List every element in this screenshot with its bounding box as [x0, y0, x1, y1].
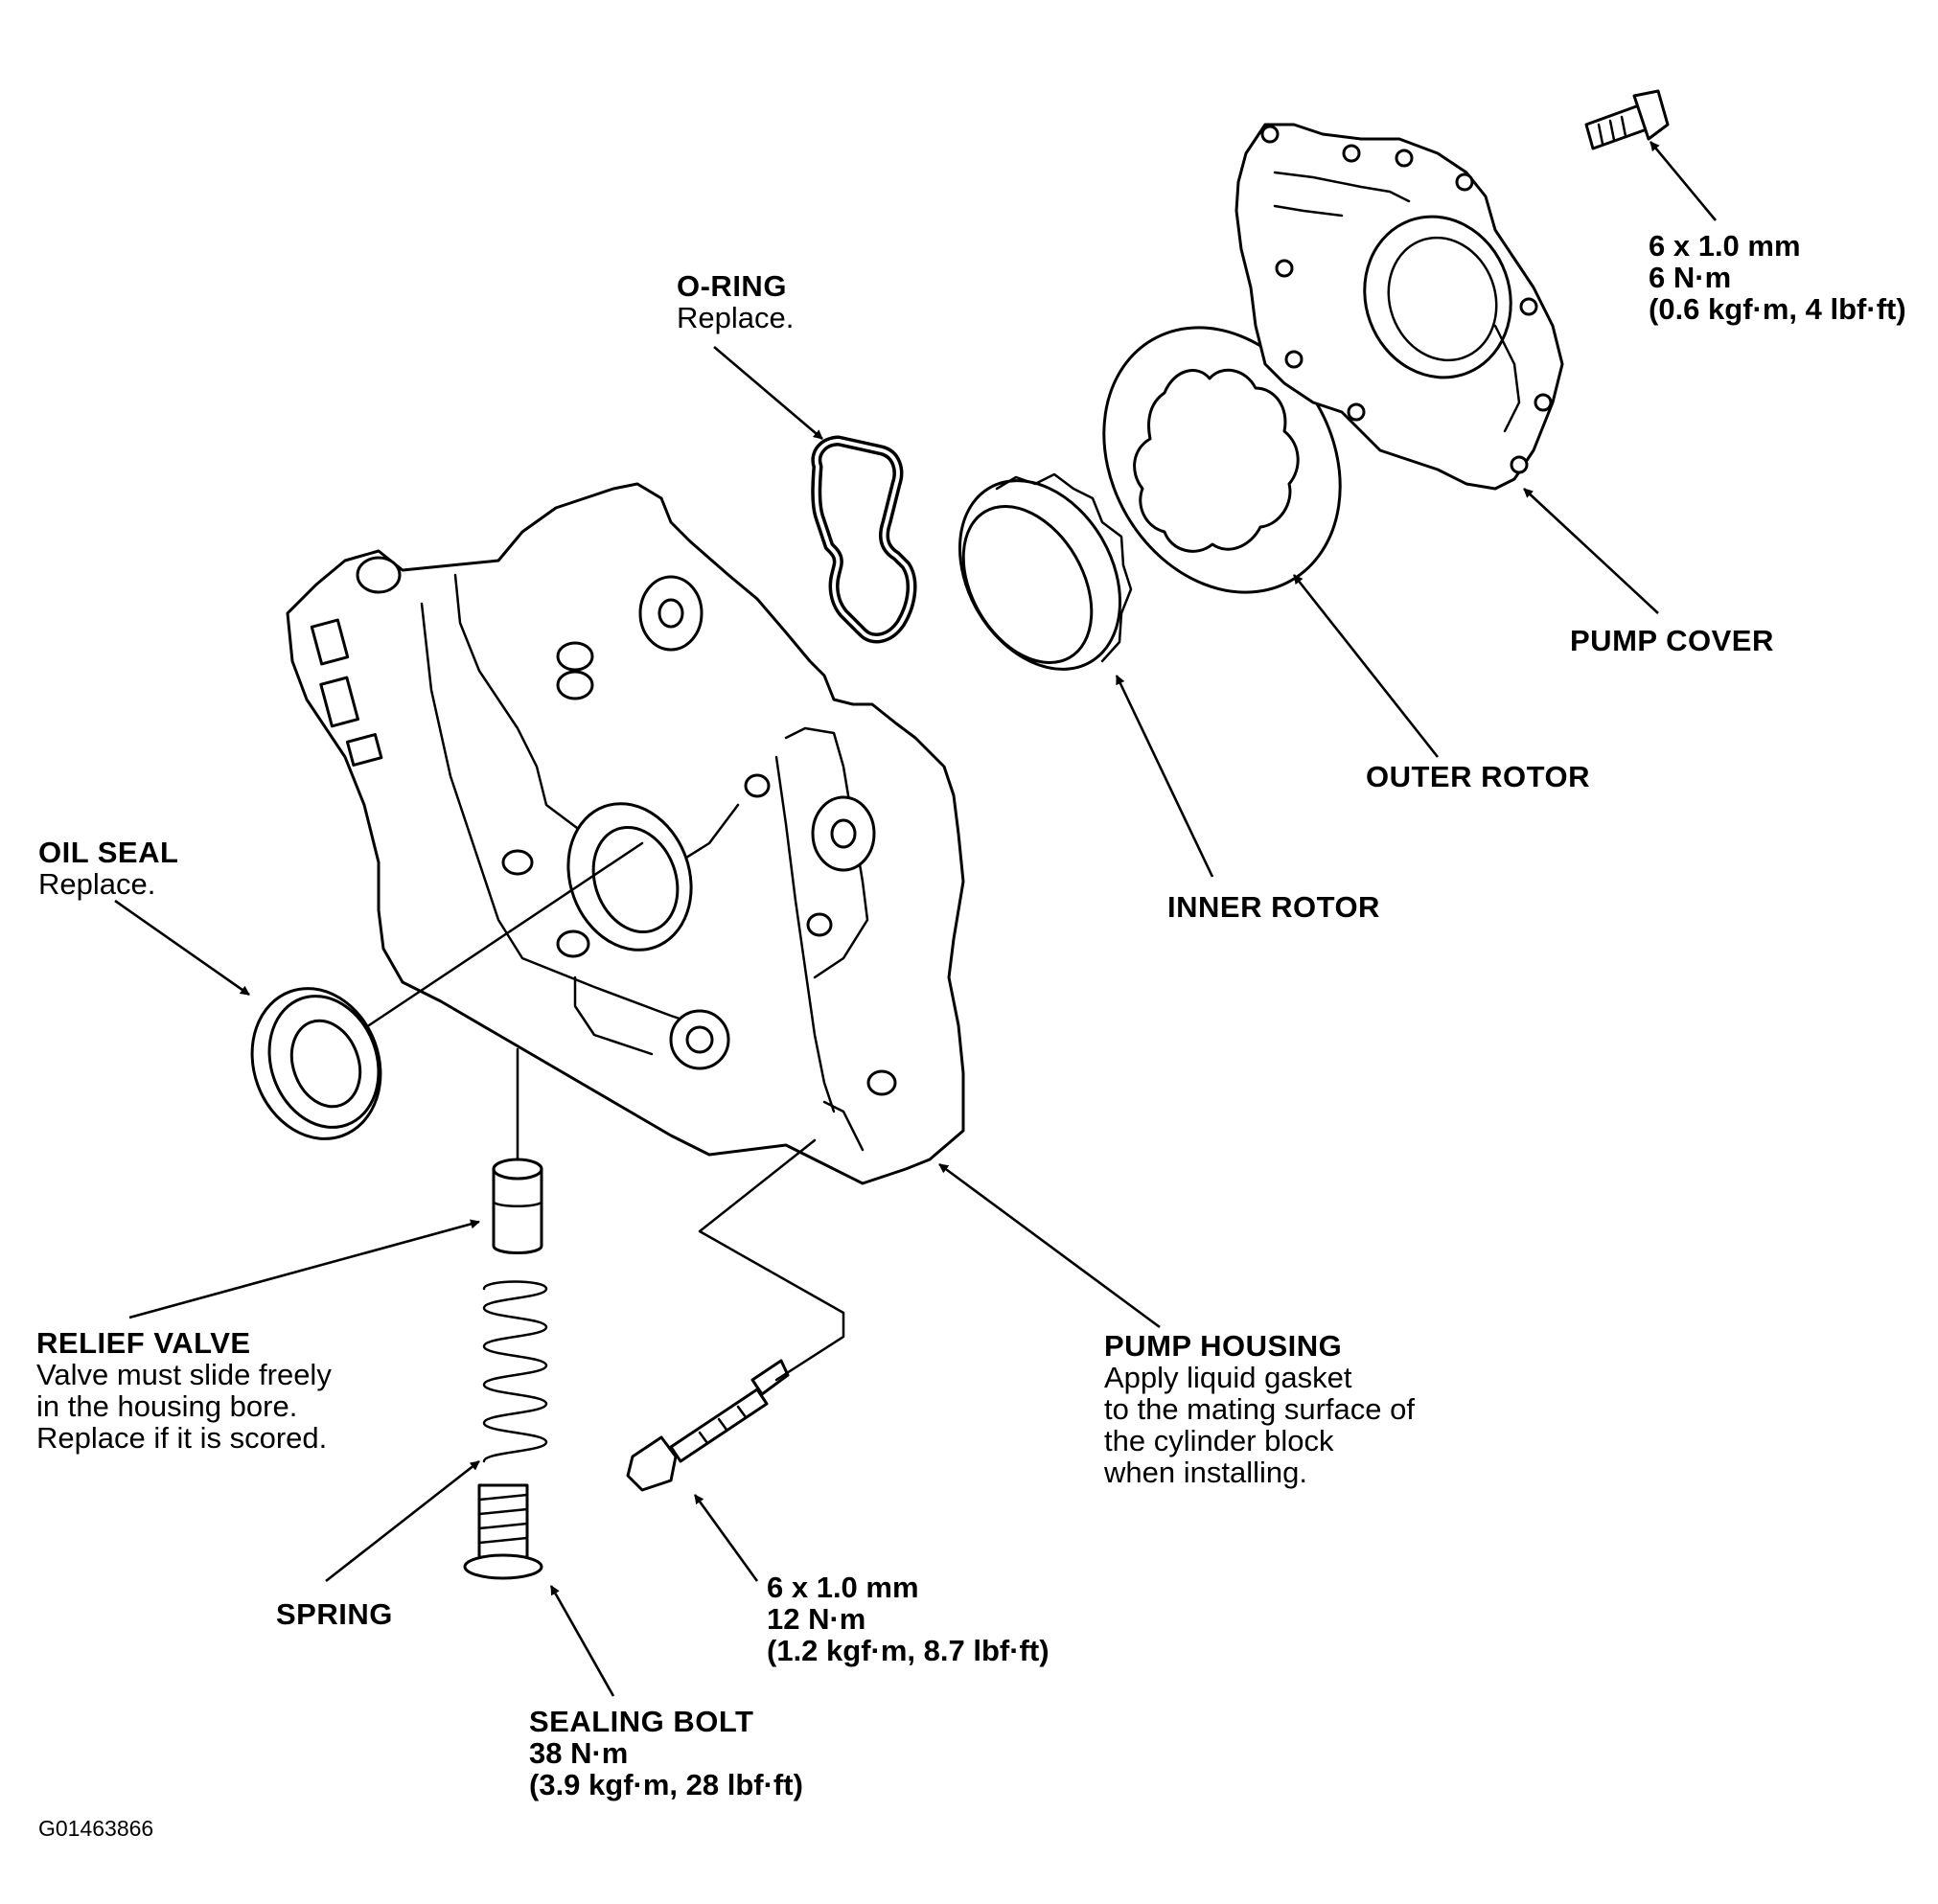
housing-bolt-callout: 6 x 1.0 mm 12 N·m (1.2 kgf·m, 8.7 lbf·ft… — [767, 1571, 1050, 1666]
outer-rotor-title: OUTER ROTOR — [1366, 760, 1590, 793]
inner-rotor-callout: INNER ROTOR — [1167, 891, 1380, 923]
housing-bolt-torque: 12 N·m — [767, 1602, 866, 1636]
pump-cover-illustration — [1234, 123, 1564, 491]
cover-bolt-size: 6 x 1.0 mm — [1649, 229, 1801, 263]
relief-valve-title: RELIEF VALVE — [36, 1326, 251, 1360]
sealing-bolt-torque-alt: (3.9 kgf·m, 28 lbf·ft) — [529, 1768, 803, 1801]
cover-bolt-callout: 6 x 1.0 mm 6 N·m (0.6 kgf·m, 4 lbf·ft) — [1649, 230, 1906, 325]
leader-lines — [114, 141, 1718, 1697]
o-ring-callout: O-RING Replace. — [677, 270, 794, 333]
outer-rotor-illustration — [1102, 326, 1342, 594]
spring-illustration — [482, 1280, 548, 1463]
sealing-bolt-illustration — [463, 1483, 543, 1580]
pump-cover-title: PUMP COVER — [1570, 624, 1774, 657]
o-ring-illustration — [811, 435, 917, 644]
pump-housing-callout: PUMP HOUSING Apply liquid gasket to the … — [1104, 1330, 1415, 1488]
pump-housing-line-3: the cylinder block — [1104, 1424, 1334, 1457]
spring-callout: SPRING — [276, 1598, 393, 1630]
inner-rotor-illustration — [957, 472, 1133, 671]
cover-bolt-torque-alt: (0.6 kgf·m, 4 lbf·ft) — [1649, 292, 1906, 326]
sealing-bolt-callout: SEALING BOLT 38 N·m (3.9 kgf·m, 28 lbf·f… — [529, 1706, 803, 1801]
relief-valve-illustration — [492, 1158, 543, 1254]
pump-housing-line-2: to the mating surface of — [1104, 1392, 1415, 1426]
o-ring-note: Replace. — [677, 301, 795, 334]
housing-bolt-illustration — [626, 1359, 790, 1492]
pump-cover-callout: PUMP COVER — [1570, 625, 1774, 656]
sealing-bolt-torque: 38 N·m — [529, 1736, 629, 1770]
cover-bolt-illustration — [1584, 89, 1670, 150]
relief-valve-callout: RELIEF VALVE Valve must slide freely in … — [36, 1327, 332, 1454]
oil-seal-callout: OIL SEAL Replace. — [38, 837, 178, 900]
pump-housing-line-4: when installing. — [1104, 1456, 1307, 1489]
o-ring-title: O-RING — [677, 269, 787, 303]
outer-rotor-callout: OUTER ROTOR — [1366, 761, 1590, 792]
oil-seal-title: OIL SEAL — [38, 836, 179, 869]
sealing-bolt-title: SEALING BOLT — [529, 1705, 754, 1738]
pump-housing-illustration — [286, 482, 965, 1185]
housing-bolt-size: 6 x 1.0 mm — [767, 1571, 919, 1604]
inner-rotor-title: INNER ROTOR — [1167, 890, 1380, 924]
spring-title: SPRING — [276, 1597, 393, 1631]
figure-code: G01463866 — [38, 1816, 154, 1841]
relief-valve-line-3: Replace if it is scored. — [36, 1421, 328, 1455]
relief-valve-line-2: in the housing bore. — [36, 1389, 298, 1423]
pump-housing-line-1: Apply liquid gasket — [1104, 1361, 1352, 1394]
oil-seal-note: Replace. — [38, 867, 156, 901]
housing-bolt-torque-alt: (1.2 kgf·m, 8.7 lbf·ft) — [767, 1634, 1050, 1667]
cover-bolt-torque: 6 N·m — [1649, 261, 1732, 294]
pump-housing-title: PUMP HOUSING — [1104, 1329, 1343, 1363]
oil-seal-illustration — [250, 987, 382, 1140]
relief-valve-line-1: Valve must slide freely — [36, 1358, 332, 1391]
